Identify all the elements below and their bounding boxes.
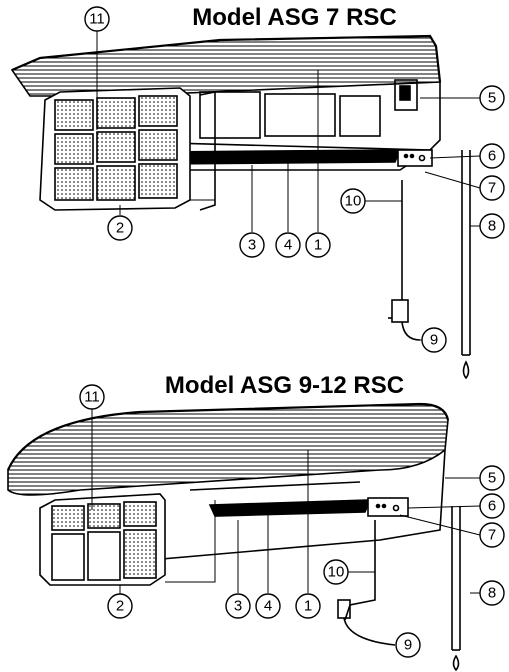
unit-asg9-12 <box>6 402 461 672</box>
callout-1-top: 1 <box>305 232 331 258</box>
callout-label: 2 <box>116 220 124 237</box>
callout-label: 1 <box>304 598 312 615</box>
callout-label: 11 <box>89 11 105 28</box>
air-outlet-bottom <box>208 499 372 517</box>
callout-5-top: 5 <box>479 85 505 111</box>
callout-10-top: 10 <box>340 188 366 214</box>
callout-3-top: 3 <box>239 232 265 258</box>
callout-label: 5 <box>488 470 496 487</box>
callout-label: 2 <box>116 598 124 615</box>
callout-1-bottom: 1 <box>295 593 321 619</box>
callout-4-bottom: 4 <box>255 593 281 619</box>
drip-bottom <box>452 654 460 672</box>
callout-label: 1 <box>314 237 322 254</box>
callout-2-top: 2 <box>107 215 133 241</box>
callout-label: 11 <box>84 389 100 406</box>
callout-label: 10 <box>328 564 345 581</box>
power-cable-bottom <box>344 520 376 621</box>
callout-2-bottom: 2 <box>107 593 133 619</box>
title-model-asg9-12: Model ASG 9-12 RSC <box>164 372 405 399</box>
callout-7-top: 7 <box>479 175 505 201</box>
callout-label: 7 <box>488 180 496 197</box>
callout-6-bottom: 6 <box>479 493 505 519</box>
callout-11-bottom: 11 <box>79 384 105 410</box>
callout-7-bottom: 7 <box>479 522 505 548</box>
callout-3-bottom: 3 <box>225 593 251 619</box>
air-filter-2-top <box>199 91 216 211</box>
unit-asg7 <box>10 34 471 380</box>
front-panel-top <box>10 35 441 97</box>
control-box-top <box>394 79 418 111</box>
callout-label: 3 <box>248 237 256 254</box>
callout-5-bottom: 5 <box>479 465 505 491</box>
callout-8-bottom: 8 <box>479 580 505 606</box>
callout-label: 3 <box>234 598 242 615</box>
callout-label: 10 <box>345 193 362 210</box>
callout-4-top: 4 <box>275 232 301 258</box>
callout-label: 6 <box>488 148 496 165</box>
callout-8-top: 8 <box>479 213 505 239</box>
drip-top <box>462 360 470 380</box>
callout-9-top: 9 <box>421 327 447 353</box>
callout-label: 7 <box>488 527 496 544</box>
callout-10-bottom: 10 <box>323 559 349 585</box>
display-panel-top <box>397 149 433 167</box>
callout-label: 8 <box>488 585 496 602</box>
callout-label: 9 <box>430 332 438 349</box>
title-model-asg7: Model ASG 7 RSC <box>192 4 397 31</box>
front-panel-bottom <box>7 403 449 496</box>
callout-label: 9 <box>404 637 412 654</box>
callout-label: 4 <box>284 237 292 254</box>
display-panel-bottom <box>367 497 409 517</box>
plug-top <box>391 299 409 323</box>
callout-label: 4 <box>264 598 272 615</box>
callouts-bottom: 11 2 3 4 1 5 6 7 <box>79 384 505 658</box>
air-outlet-top <box>158 149 402 165</box>
callouts-top: 11 2 3 4 1 5 6 7 <box>84 6 505 353</box>
callout-label: 6 <box>488 498 496 515</box>
callout-label: 8 <box>488 218 496 235</box>
callout-6-top: 6 <box>479 143 505 169</box>
callout-label: 5 <box>488 90 496 107</box>
callout-11-top: 11 <box>84 6 110 32</box>
callout-9-bottom: 9 <box>395 632 421 658</box>
